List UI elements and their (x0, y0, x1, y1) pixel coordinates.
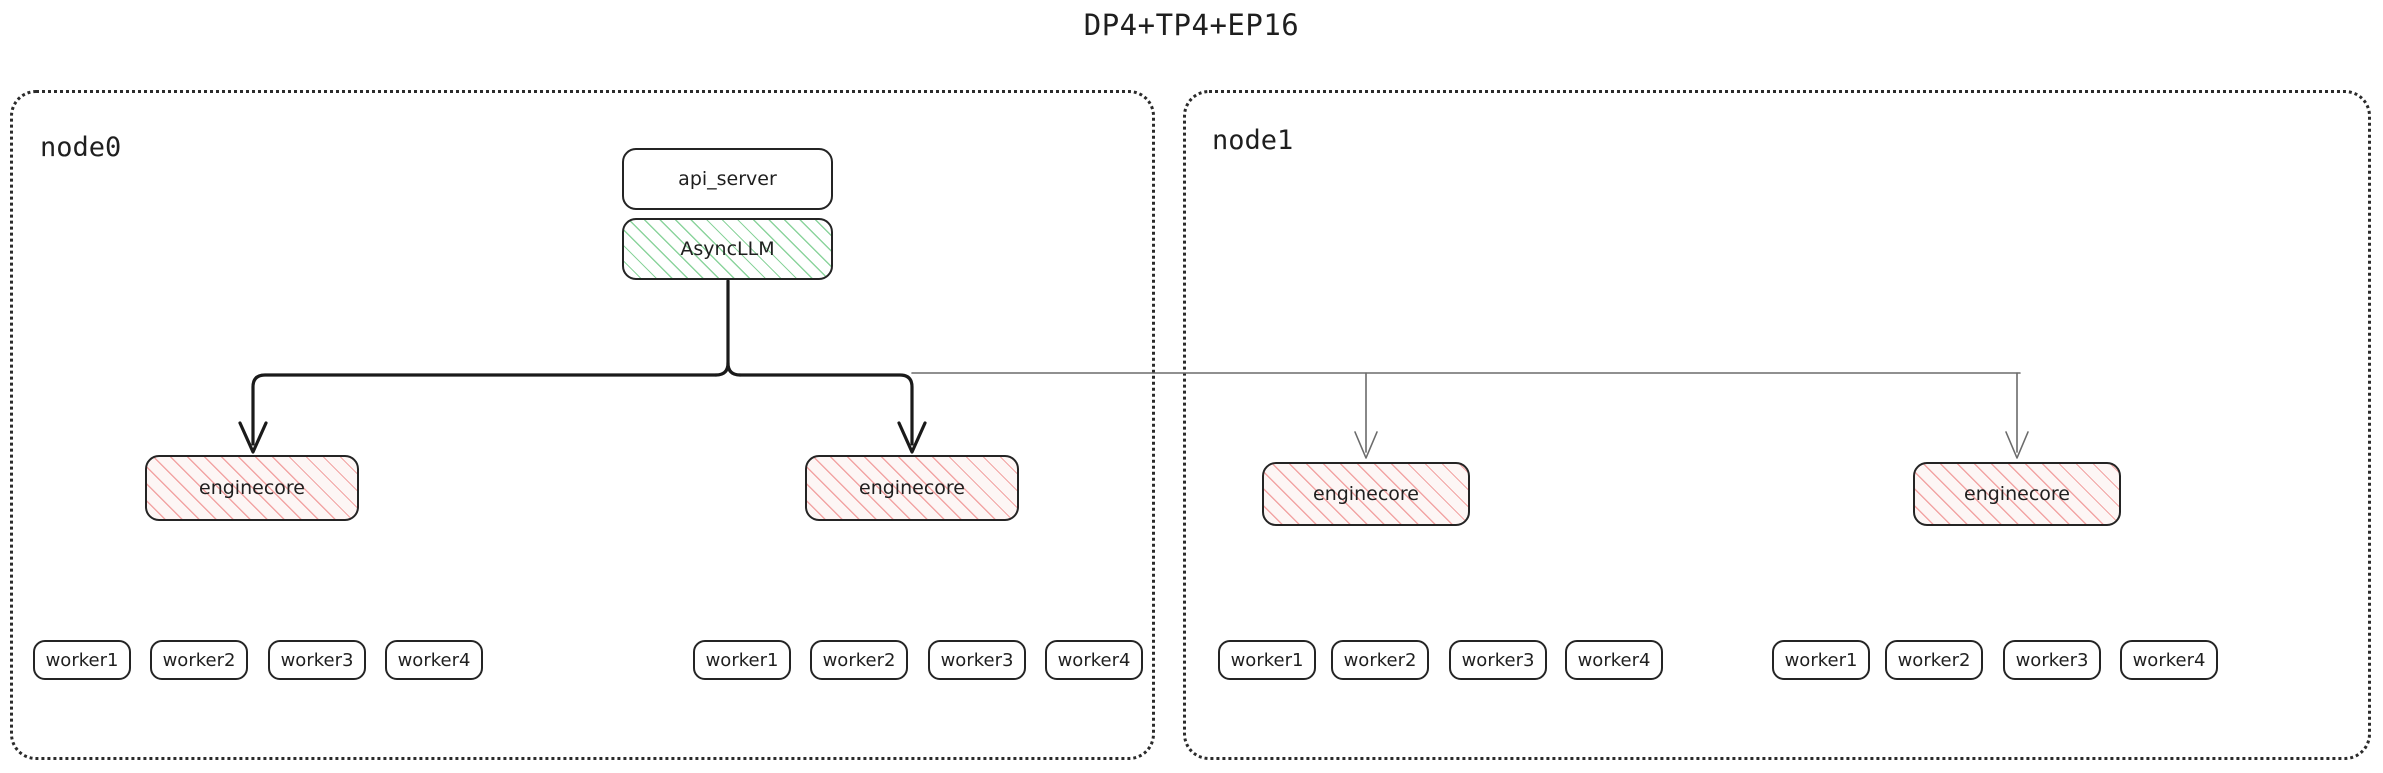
api-server-box[interactable]: api_server (622, 148, 833, 210)
node-label-node0: node0 (40, 132, 122, 163)
node-container-node0 (10, 90, 1155, 760)
enginecore-box[interactable]: enginecore (1262, 462, 1470, 526)
worker-box[interactable]: worker4 (1565, 640, 1663, 680)
enginecore-box[interactable]: enginecore (145, 455, 359, 521)
worker-box[interactable]: worker1 (1218, 640, 1316, 680)
worker-box[interactable]: worker3 (1449, 640, 1547, 680)
worker-box[interactable]: worker1 (1772, 640, 1870, 680)
async-llm-box[interactable]: AsyncLLM (622, 218, 833, 280)
worker-box[interactable]: worker3 (268, 640, 366, 680)
worker-box[interactable]: worker4 (2120, 640, 2218, 680)
worker-box[interactable]: worker4 (385, 640, 483, 680)
worker-box[interactable]: worker2 (1885, 640, 1983, 680)
worker-box[interactable]: worker3 (2003, 640, 2101, 680)
node-container-node1 (1183, 90, 2371, 760)
node-label-node1: node1 (1212, 125, 1294, 156)
page-title: DP4+TP4+EP16 (1083, 8, 1300, 42)
worker-box[interactable]: worker2 (150, 640, 248, 680)
worker-box[interactable]: worker1 (693, 640, 791, 680)
worker-box[interactable]: worker2 (1331, 640, 1429, 680)
worker-box[interactable]: worker2 (810, 640, 908, 680)
worker-box[interactable]: worker3 (928, 640, 1026, 680)
worker-box[interactable]: worker1 (33, 640, 131, 680)
enginecore-box[interactable]: enginecore (1913, 462, 2121, 526)
worker-box[interactable]: worker4 (1045, 640, 1143, 680)
enginecore-box[interactable]: enginecore (805, 455, 1019, 521)
